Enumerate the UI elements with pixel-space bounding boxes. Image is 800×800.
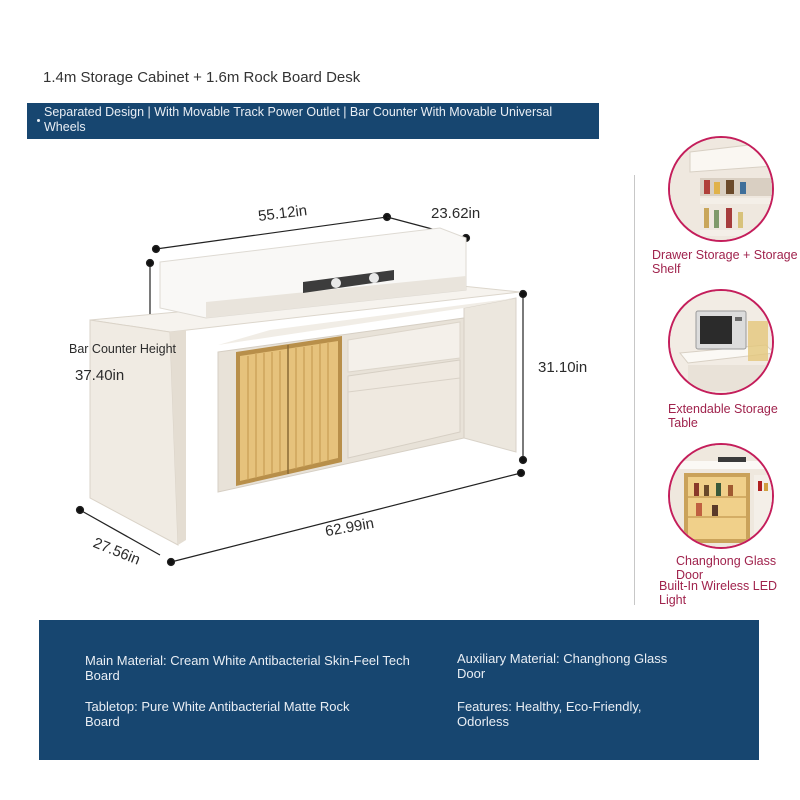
dimension-top-depth: 23.62in <box>431 205 481 222</box>
product-illustration <box>75 212 528 567</box>
feature-caption-drawer: Drawer Storage + Storage Shelf <box>652 248 798 276</box>
feature-caption-glass-door: Changhong Glass Door <box>676 554 777 582</box>
microwave-image <box>670 291 772 393</box>
glass-cabinet-image <box>670 445 772 547</box>
feature-banner: Separated Design | With Movable Track Po… <box>27 103 599 139</box>
glass-door-photo <box>668 443 774 549</box>
spec-features: Features: Healthy, Eco-Friendly, Odorles… <box>457 699 642 729</box>
banner-text: Separated Design | With Movable Track Po… <box>44 105 553 134</box>
bar-counter-label: Bar Counter Height <box>69 342 177 356</box>
drawer-storage-photo <box>668 136 774 242</box>
spec-main-material: Main Material: Cream White Antibacterial… <box>85 653 410 683</box>
feature-caption-led: Built-In Wireless LED Light <box>659 579 778 607</box>
dimension-desk-height: 31.10in <box>538 359 588 376</box>
page-title: 1.4m Storage Cabinet + 1.6m Rock Board D… <box>43 69 361 86</box>
feature-caption-extendable: Extendable Storage Table <box>668 402 778 430</box>
dimension-bar-counter-height: 37.40in <box>75 367 125 384</box>
spec-tabletop: Tabletop: Pure White Antibacterial Matte… <box>85 699 350 729</box>
bullet-dot <box>37 119 40 122</box>
drawer-shelf-image <box>670 138 772 240</box>
spec-auxiliary-material: Auxiliary Material: Changhong Glass Door <box>457 651 668 681</box>
extendable-table-photo <box>668 289 774 395</box>
spec-panel: Main Material: Cream White Antibacterial… <box>39 620 759 760</box>
vertical-divider <box>634 175 635 605</box>
